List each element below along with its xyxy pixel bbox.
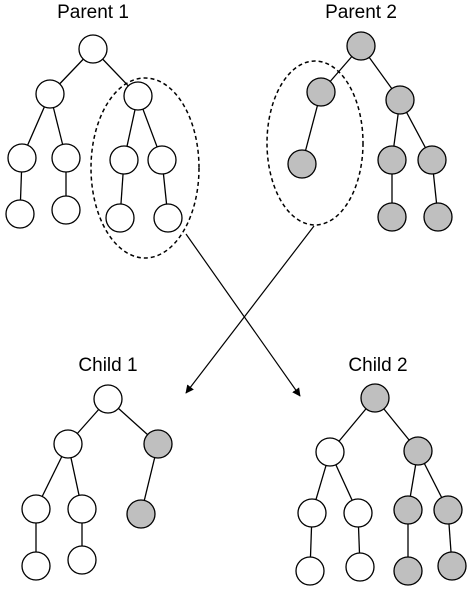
child-1-edges <box>35 398 159 566</box>
parent-2-title: Parent 2 <box>325 2 397 23</box>
tree-node <box>126 499 156 529</box>
tree-node <box>403 436 433 466</box>
tree-node <box>295 556 325 586</box>
child-2-title: Child 2 <box>348 355 407 376</box>
tree-node <box>123 81 153 111</box>
child-2-edges <box>309 397 453 572</box>
tree-node <box>360 383 390 413</box>
parent-1-subtree-selection <box>90 77 200 259</box>
tree-node <box>315 437 345 467</box>
arrow-to-child-2 <box>185 233 301 397</box>
tree-node <box>417 145 447 175</box>
tree-node <box>346 31 376 61</box>
tree-node <box>393 495 423 525</box>
child-2-tree <box>295 383 467 586</box>
crossover-arrows <box>185 225 315 397</box>
parent-1-edges <box>19 48 169 219</box>
parent-1-tree <box>5 34 200 259</box>
tree-node <box>393 556 423 586</box>
tree-node <box>53 429 83 459</box>
tree-node <box>437 551 467 581</box>
parent-2-nodes <box>287 31 453 232</box>
tree-node <box>67 545 97 575</box>
tree-node <box>21 494 51 524</box>
tree-node <box>93 384 123 414</box>
child-2-nodes <box>295 383 467 586</box>
tree-node <box>433 495 463 525</box>
parent-2-subtree-selection <box>266 60 364 226</box>
tree-node <box>5 199 35 229</box>
tree-node <box>35 79 65 109</box>
tree-node <box>385 85 415 115</box>
parent-2-edges <box>301 45 439 218</box>
tree-node <box>51 143 81 173</box>
tree-node <box>7 143 37 173</box>
tree-node <box>143 429 173 459</box>
tree-node <box>153 203 183 233</box>
tree-node <box>423 202 453 232</box>
tree-node <box>78 34 108 64</box>
tree-node <box>67 494 97 524</box>
tree-node <box>147 145 177 175</box>
tree-node <box>306 77 336 107</box>
tree-node <box>287 149 317 179</box>
child-1-title: Child 1 <box>78 355 137 376</box>
child-1-tree <box>21 384 173 581</box>
tree-node <box>343 498 373 528</box>
tree-node <box>51 195 81 225</box>
tree-node <box>105 203 135 233</box>
tree-node <box>21 551 51 581</box>
tree-node <box>345 552 375 582</box>
tree-node <box>377 202 407 232</box>
tree-node <box>377 145 407 175</box>
arrow-to-child-1 <box>185 225 315 394</box>
parent-1-nodes <box>5 34 183 233</box>
tree-node <box>109 145 139 175</box>
parent-2-tree <box>266 31 453 232</box>
tree-node <box>297 498 327 528</box>
parent-1-title: Parent 1 <box>57 2 129 23</box>
child-1-nodes <box>21 384 173 581</box>
